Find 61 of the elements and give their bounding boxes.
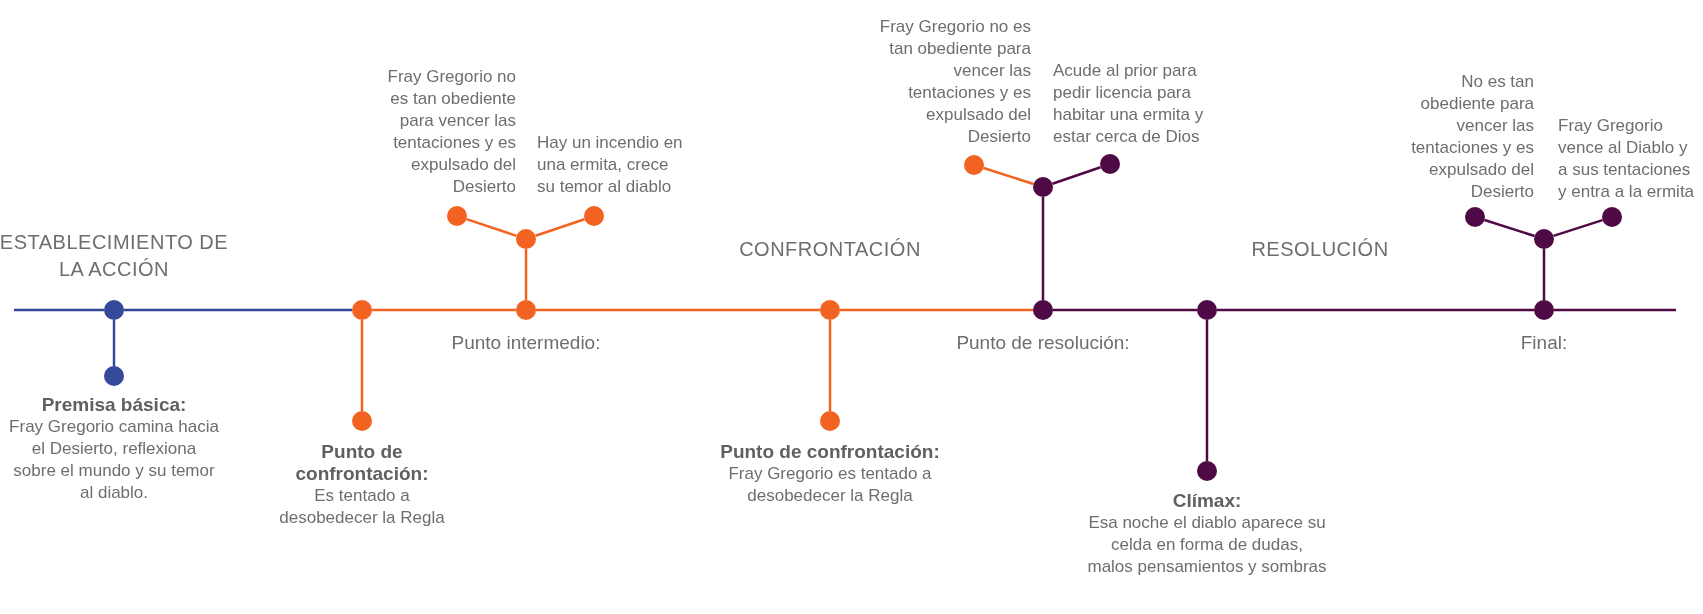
timeline-dot: [1465, 207, 1485, 227]
timeline-connector: [112, 320, 116, 366]
timeline-connector: [124, 308, 352, 312]
timeline-connector: [1553, 218, 1603, 238]
timeline-dot: [516, 300, 536, 320]
timeline-dot: [1033, 300, 1053, 320]
timeline-dot: [352, 411, 372, 431]
timeline-connector: [1052, 166, 1101, 185]
event-heading: Premisa básica:: [40, 394, 188, 416]
timeline-connector: [536, 308, 820, 312]
timeline-dot: [964, 155, 984, 175]
timeline-dot: [820, 411, 840, 431]
timeline-dot: [104, 366, 124, 386]
event-description: Fray Gregorio camina hacia el Desierto, reflexiona sobre el mundo y su temor al diablo.: [9, 416, 219, 504]
timeline-connector: [983, 166, 1034, 186]
timeline-connector: [1205, 320, 1209, 461]
timeline-dot: [104, 300, 124, 320]
timeline-dot: [516, 229, 536, 249]
milestone-label: Punto intermedio:: [450, 332, 602, 354]
timeline-dot: [1602, 207, 1622, 227]
timeline-dot: [1033, 177, 1053, 197]
timeline-connector: [360, 320, 364, 411]
event-description: Fray Gregorio vence al Diablo y a sus tentaciones y entra a la ermita: [1558, 115, 1696, 203]
timeline-connector: [840, 308, 1033, 312]
event-description: No es tan obediente para vencer las tentaciones y es expulsado del Desierto: [1410, 71, 1534, 203]
section-heading: CONFRONTACIÓN: [738, 237, 922, 262]
event-description: Fray Gregorio no es tan obediente para vencer las tentaciones y es expulsado del Desierto: [386, 66, 516, 198]
section-heading: ESTABLECIMIENTO DE LA ACCIÓN: [0, 230, 230, 282]
event-description: Acude al prior para pedir licencia para habitar una ermita y estar cerca de Dios: [1053, 60, 1205, 148]
timeline-connector: [1542, 249, 1546, 300]
event-description: Esa noche el diablo aparece su celda en forma de dudas, malos pensamientos y sombras: [1087, 512, 1327, 578]
event-heading: Clímax:: [1171, 490, 1243, 512]
timeline-connector: [1217, 308, 1534, 312]
timeline-connector: [1484, 218, 1535, 238]
event-description: Fray Gregorio no es tan obediente para vencer las tentaciones y es expulsado del Desierto: [878, 16, 1031, 148]
timeline-dot: [1197, 300, 1217, 320]
timeline-dot: [820, 300, 840, 320]
timeline-connector: [1053, 308, 1197, 312]
timeline-connector: [1041, 197, 1045, 300]
event-description: Es tentado a desobedecer la Regla: [278, 485, 446, 529]
timeline-dot: [1197, 461, 1217, 481]
event-description: Fray Gregorio es tentado a desobedecer la Regla: [727, 463, 933, 507]
milestone-label: Punto de resolución:: [955, 332, 1131, 354]
event-heading: Punto de confrontación:: [719, 441, 941, 463]
timeline-dot: [1534, 300, 1554, 320]
timeline-connector: [535, 218, 585, 237]
timeline-connector: [828, 320, 832, 411]
event-description: Hay un incendio en una ermita, crece su temor al diablo: [537, 132, 684, 198]
timeline-dot: [584, 206, 604, 226]
timeline-dot: [1534, 229, 1554, 249]
section-heading: RESOLUCIÓN: [1250, 237, 1390, 262]
timeline-dot: [447, 206, 467, 226]
timeline-dot: [352, 300, 372, 320]
timeline-connector: [524, 249, 528, 300]
timeline-connector: [372, 308, 516, 312]
timeline-dot: [1100, 154, 1120, 174]
timeline-connector: [14, 308, 104, 312]
timeline-connector: [466, 217, 517, 238]
event-heading: Punto de confrontación:: [294, 441, 430, 485]
milestone-label: Final:: [1519, 332, 1569, 354]
timeline-connector: [1554, 308, 1676, 312]
